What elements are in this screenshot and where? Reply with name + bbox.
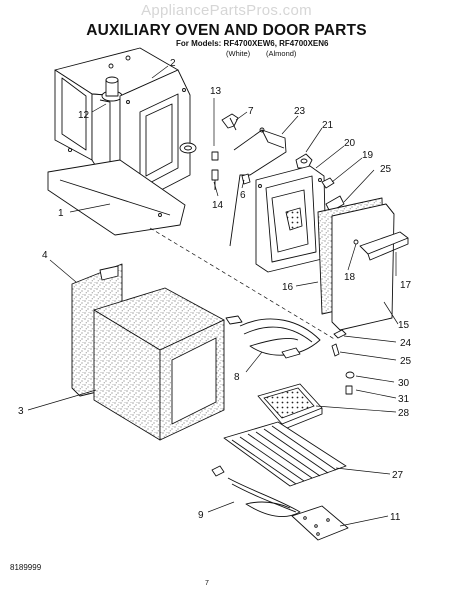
callout-3: 3 (18, 406, 24, 417)
part-gasket-ring (179, 142, 197, 154)
variant-white: (White) (226, 49, 251, 58)
part-screw-31 (345, 385, 353, 395)
part-outer-door (331, 203, 395, 331)
callout-6: 6 (240, 190, 246, 201)
alignment-dashed-line (149, 227, 337, 341)
page-number: 7 (205, 580, 209, 587)
callout-20: 20 (344, 138, 356, 149)
part-oven-insulation (93, 287, 225, 441)
callout-15: 15 (398, 320, 410, 331)
part-window-clip (321, 177, 335, 189)
callout-7: 7 (248, 106, 254, 117)
part-door-handle (353, 231, 409, 261)
part-nut (295, 153, 313, 169)
callout-25-lower: 25 (400, 356, 412, 367)
part-bracket (221, 113, 239, 131)
callout-numbers: 1 2 3 4 6 7 8 9 11 12 13 14 15 16 17 18 … (18, 58, 412, 523)
callout-28: 28 (398, 408, 410, 419)
part-bottom-panel (47, 159, 186, 236)
callout-1: 1 (58, 208, 64, 219)
part-broil-element (225, 315, 321, 359)
leader-lines (27, 65, 399, 527)
part-nut-30 (345, 371, 355, 379)
callout-8: 8 (234, 372, 240, 383)
callout-16: 16 (282, 282, 294, 293)
models-line: For Models: RF4700XEW6, RF4700XEN6 (176, 39, 329, 48)
page-title: AUXILIARY OVEN AND DOOR PARTS (86, 22, 367, 39)
callout-17: 17 (400, 280, 412, 291)
part-door-hinge-wire (229, 127, 287, 247)
callout-24: 24 (400, 338, 412, 349)
callout-19: 19 (362, 150, 374, 161)
callout-18: 18 (344, 272, 356, 283)
part-inner-door (255, 165, 327, 273)
part-bake-element (211, 465, 301, 517)
callout-12: 12 (78, 110, 90, 121)
variant-almond: (Almond) (266, 49, 297, 58)
callout-21: 21 (322, 120, 334, 131)
part-oven-rack (223, 421, 347, 487)
callout-2: 2 (170, 58, 176, 69)
part-broiler-pan (257, 383, 323, 431)
callout-30: 30 (398, 378, 410, 389)
watermark: AppliancePartsPros.com (141, 2, 312, 19)
callout-31: 31 (398, 394, 410, 405)
part-element-cover (291, 505, 349, 541)
callout-27: 27 (392, 470, 404, 481)
callout-11: 11 (390, 512, 401, 523)
callout-25-upper: 25 (380, 164, 392, 175)
callout-4: 4 (42, 250, 48, 261)
document-number: 8189999 (10, 563, 42, 572)
callout-13: 13 (210, 86, 222, 97)
callout-14: 14 (212, 200, 224, 211)
callout-23: 23 (294, 106, 306, 117)
part-hinge-lower (331, 329, 347, 357)
part-screws (211, 151, 219, 190)
callout-9: 9 (198, 510, 204, 521)
